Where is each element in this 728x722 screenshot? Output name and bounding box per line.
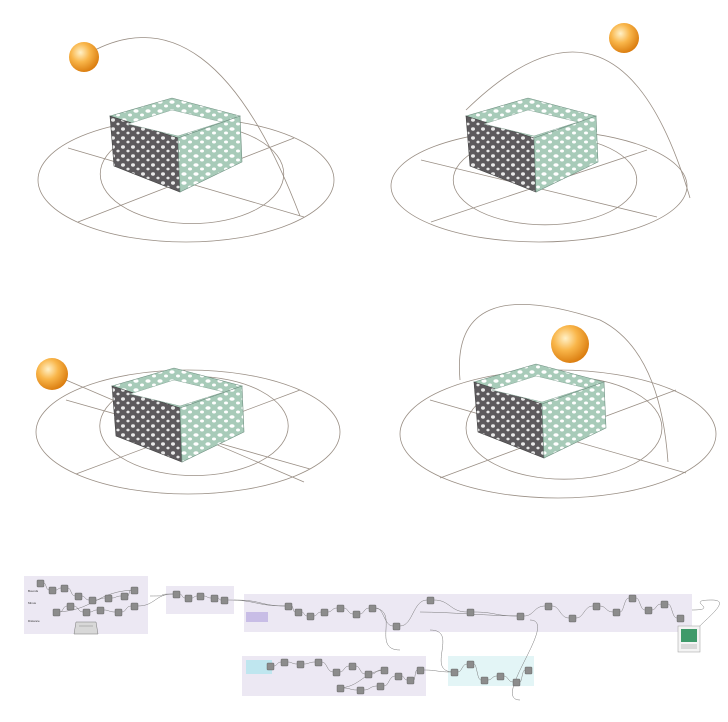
perforated-enclosure-icon — [73, 621, 99, 635]
graph-node — [220, 596, 229, 605]
graph-node — [48, 586, 57, 595]
sun-icon — [551, 325, 589, 363]
graph-node — [380, 666, 389, 675]
graph-nodes — [36, 579, 685, 695]
view-top-left — [37, 37, 335, 243]
graph-node — [676, 614, 685, 623]
ground-circle — [35, 369, 341, 495]
graph-node — [60, 584, 69, 593]
graph-node — [392, 622, 401, 631]
sun-path-arc — [458, 303, 669, 463]
graph-node — [130, 602, 139, 611]
graph-node — [280, 658, 289, 667]
graph-node — [480, 676, 489, 685]
graph-node — [612, 608, 621, 617]
graph-node — [172, 590, 181, 599]
graph-node — [592, 602, 601, 611]
perforated-enclosure — [464, 97, 599, 193]
graph-node — [466, 608, 475, 617]
graph-node — [628, 594, 637, 603]
graph-node — [336, 684, 345, 693]
graph-node — [74, 592, 83, 601]
perforated-enclosure — [472, 363, 607, 459]
graph-node — [356, 686, 365, 695]
graph-node — [348, 662, 357, 671]
graph-node — [210, 594, 219, 603]
graph-node — [130, 586, 139, 595]
group-label-minus: Minus — [28, 601, 37, 605]
perforated-enclosure — [108, 97, 243, 193]
graph-node — [394, 672, 403, 681]
graph-node — [368, 604, 377, 613]
view-top-right — [390, 23, 691, 243]
view-bottom-right — [399, 303, 717, 499]
sun-icon — [69, 42, 99, 72]
graph-node — [296, 660, 305, 669]
graph-node — [352, 610, 361, 619]
graph-node — [450, 668, 459, 677]
graph-node — [406, 676, 415, 685]
graph-node — [568, 614, 577, 623]
graph-node — [364, 670, 373, 679]
graph-node — [524, 666, 533, 675]
sun-path-arc — [465, 51, 691, 199]
graph-node — [66, 602, 75, 611]
graph-node — [544, 602, 553, 611]
graph-node — [660, 600, 669, 609]
graph-node — [332, 668, 341, 677]
graph-node — [426, 596, 435, 605]
graph-node — [306, 612, 315, 621]
perforated-enclosure — [110, 367, 245, 463]
graph-node — [284, 602, 293, 611]
graph-node — [336, 604, 345, 613]
graph-node — [266, 662, 275, 671]
graph-node — [184, 594, 193, 603]
sun-icon — [36, 358, 68, 390]
group-label-bounds: Bounds — [28, 589, 39, 593]
graph-node — [320, 608, 329, 617]
graph-node — [114, 608, 123, 617]
group-box-7 — [246, 660, 272, 674]
group-label-distance: Distance — [28, 619, 40, 623]
graph-node — [96, 606, 105, 615]
graph-node — [36, 579, 45, 588]
graph-node — [52, 608, 61, 617]
graph-node — [104, 594, 113, 603]
graph-node — [496, 672, 505, 681]
sun-icon — [609, 23, 639, 53]
graph-node — [82, 608, 91, 617]
graph-node — [466, 660, 475, 669]
group-box-6 — [246, 612, 268, 622]
preview-swatch-icon — [677, 625, 701, 653]
group-box-5 — [448, 656, 534, 686]
sun-path-arc — [83, 37, 301, 217]
graph-node — [644, 606, 653, 615]
definition-graph: Bounds Minus Distance — [24, 576, 720, 701]
graph-node — [294, 608, 303, 617]
view-bottom-left — [35, 358, 341, 495]
graph-node — [314, 658, 323, 667]
graph-node — [376, 682, 385, 691]
graph-node — [512, 678, 521, 687]
graph-node — [196, 592, 205, 601]
graph-node — [416, 666, 425, 675]
graph-node — [88, 596, 97, 605]
graph-node — [120, 592, 129, 601]
graph-node — [516, 612, 525, 621]
